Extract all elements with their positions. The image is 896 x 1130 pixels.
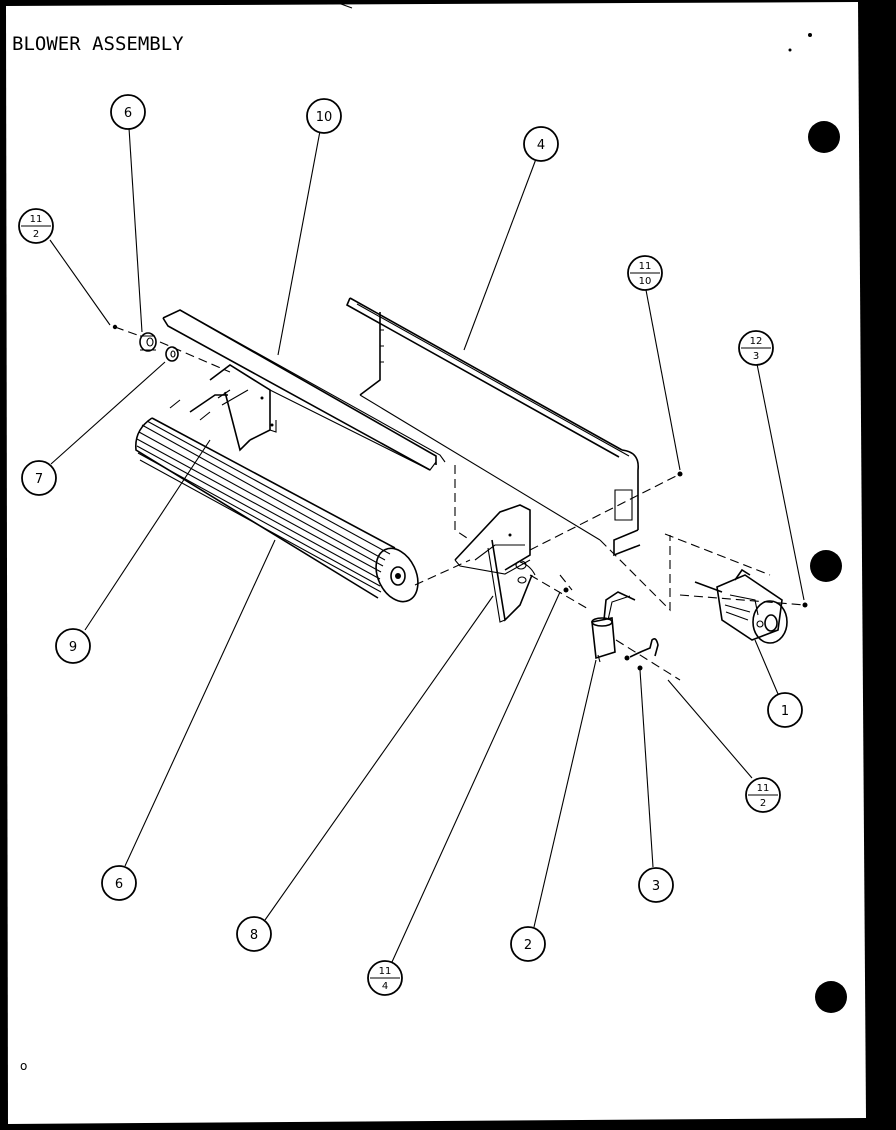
back-panel-part (345, 297, 641, 557)
callout-6-top: 6 (110, 94, 146, 130)
callout-11-over-10: 11 10 (627, 255, 663, 291)
corner-mark: o (20, 1059, 27, 1073)
speck (808, 33, 812, 37)
callout-4: 4 (523, 126, 559, 162)
callout-label: 6 (115, 877, 123, 892)
diagram-title: BLOWER ASSEMBLY (12, 33, 184, 55)
callout-numerator: 11 (379, 966, 392, 977)
callout-label: 6 (124, 106, 132, 121)
paper-sheet (6, 2, 866, 1124)
punch-hole-top (808, 121, 840, 153)
callout-label: 10 (316, 110, 333, 125)
strap-part (624, 638, 659, 671)
blower-motor-part (694, 568, 788, 644)
callout-11-over-2-right: 11 2 (745, 777, 781, 813)
callout-denominator: 2 (760, 798, 766, 809)
motor-bracket-part (454, 504, 536, 623)
callout-numerator: 11 (639, 261, 652, 272)
scan-artifact (329, 0, 353, 9)
callout-12-over-3: 12 3 (738, 330, 774, 366)
callout-label: 1 (781, 704, 789, 719)
callout-1: 1 (767, 692, 803, 728)
callout-denominator: 2 (33, 229, 39, 240)
callout-label: 3 (652, 879, 660, 894)
leader-lines (49, 127, 805, 963)
speck (788, 48, 792, 52)
screw-motor (802, 602, 808, 608)
callout-7: 7 (21, 460, 57, 496)
blower-wheel-part (135, 399, 419, 603)
callout-10: 10 (306, 98, 342, 134)
callout-11-over-2-left: 11 2 (18, 208, 54, 244)
callout-denominator: 4 (382, 981, 388, 992)
punch-hole-bottom (815, 981, 847, 1013)
scroll-panel-part (162, 309, 446, 471)
callout-3: 3 (638, 867, 674, 903)
collar-part (165, 346, 179, 362)
callout-label: 8 (250, 928, 258, 943)
callout-6-bottom: 6 (101, 865, 137, 901)
callout-numerator: 11 (757, 783, 770, 794)
callout-label: 2 (524, 938, 532, 953)
callout-label: 7 (35, 472, 43, 487)
punch-hole-middle (810, 550, 842, 582)
callout-8: 8 (236, 916, 272, 952)
callout-denominator: 10 (639, 276, 652, 287)
callout-numerator: 11 (30, 214, 43, 225)
callout-numerator: 12 (750, 336, 763, 347)
callout-label: 4 (537, 138, 545, 153)
callout-9: 9 (55, 628, 91, 664)
bearing-part (139, 332, 157, 352)
callout-denominator: 3 (753, 351, 759, 362)
callout-2: 2 (510, 926, 546, 962)
callout-balloons: 6 10 4 11 2 11 10 12 3 (18, 94, 803, 996)
callout-label: 9 (69, 640, 77, 655)
capacitor-part (591, 591, 636, 663)
screw-bracket (563, 587, 569, 593)
callout-11-over-4: 11 4 (367, 960, 403, 996)
